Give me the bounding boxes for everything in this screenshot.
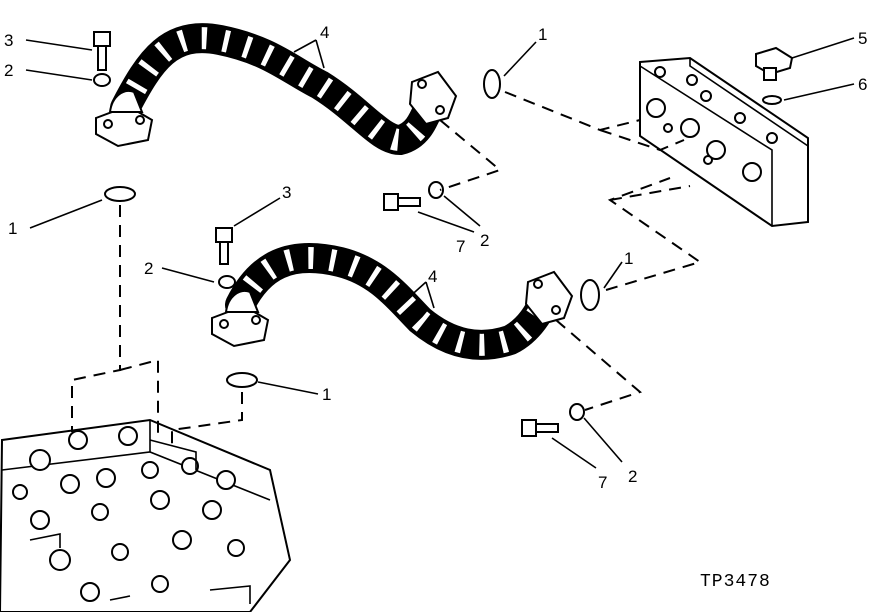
callout-2-lower-left: 2 — [144, 259, 153, 278]
callout-1-left-upper: 1 — [8, 219, 17, 238]
flange-upper-left — [95, 90, 154, 148]
o-ring-6 — [762, 95, 782, 105]
valve-block — [639, 56, 809, 228]
washer-2-upper-left — [93, 73, 111, 87]
callout-3-upper: 3 — [4, 31, 13, 50]
leader-lines — [25, 37, 855, 469]
callout-4-lower: 4 — [428, 267, 437, 286]
o-ring-1-right-lower — [580, 279, 600, 311]
o-ring-1-left-upper — [104, 186, 136, 202]
flange-lower-right — [524, 270, 574, 326]
cap-screw-3-upper — [93, 31, 111, 71]
callout-1-left-lower: 1 — [322, 385, 331, 404]
hose-upper — [110, 23, 445, 156]
cap-screw-7-upper — [383, 193, 421, 211]
callout-3-lower: 3 — [282, 183, 291, 202]
washer-2-lower-right — [569, 403, 585, 421]
callout-7-upper: 7 — [456, 237, 465, 256]
washer-2-lower-left — [218, 275, 236, 289]
callout-4-upper: 4 — [320, 23, 329, 42]
flange-upper-right — [408, 70, 458, 126]
o-ring-1-right-upper — [483, 69, 501, 99]
washer-2-upper-right — [428, 181, 444, 199]
o-ring-1-left-lower — [226, 372, 258, 388]
callout-1-right-upper: 1 — [538, 25, 547, 44]
callout-1-right-lower: 1 — [624, 249, 633, 268]
flange-lower-left — [211, 290, 270, 348]
figure-id: TP3478 — [700, 572, 771, 592]
hose-lower — [225, 243, 560, 360]
callout-2-lower-right: 2 — [628, 467, 637, 486]
cap-screw-3-lower — [215, 227, 233, 265]
callout-7-lower: 7 — [598, 473, 607, 492]
callout-6: 6 — [858, 75, 867, 94]
assembly-lines — [71, 91, 703, 450]
cap-screw-7-lower — [521, 419, 559, 437]
callout-2-upper-left: 2 — [4, 61, 13, 80]
callout-5: 5 — [858, 29, 867, 48]
callout-2-upper-right: 2 — [480, 231, 489, 250]
plug-5 — [755, 46, 794, 81]
control-valve-housing — [0, 418, 292, 612]
